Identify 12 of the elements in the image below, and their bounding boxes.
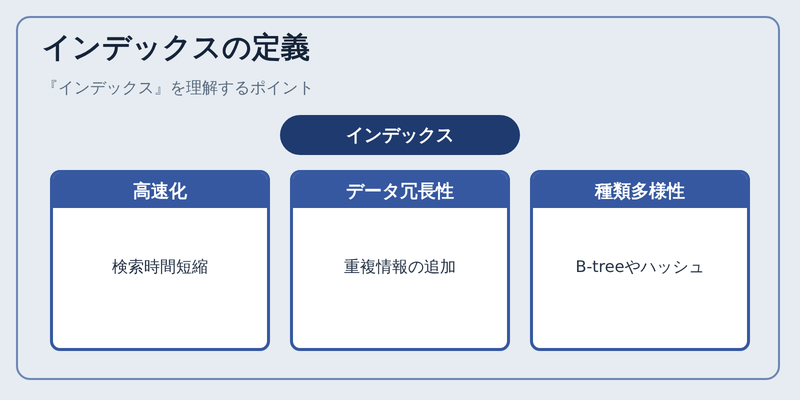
card-header: 高速化 — [53, 173, 267, 208]
feature-card — [290, 170, 510, 351]
feature-card — [530, 170, 750, 351]
card-text: 検索時間短縮 — [112, 256, 208, 278]
card-text: 重複情報の追加 — [344, 256, 456, 278]
card-header: データ冗長性 — [293, 173, 507, 208]
card-header: 種類多様性 — [533, 173, 747, 208]
card-text: B-treeやハッシュ — [576, 256, 704, 278]
diagram-title: インデックスの定義 — [42, 29, 310, 66]
subtitle: 『インデックス』を理解するポイント — [42, 77, 314, 99]
topic-pill: インデックス — [280, 115, 520, 155]
feature-card — [50, 170, 270, 351]
